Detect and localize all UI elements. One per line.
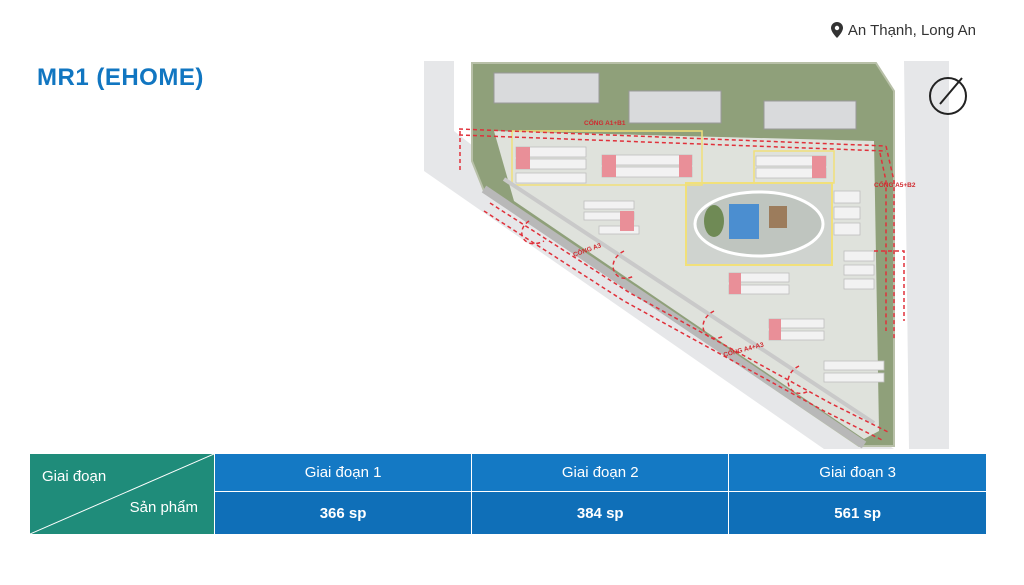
column-header-phase-1: Giai đoạn 1: [213, 454, 472, 492]
corner-diagonal: [30, 454, 214, 534]
corner-label-phase: Giai đoạn: [42, 468, 107, 485]
page-title: MR1 (EHOME): [37, 64, 204, 91]
location-text: An Thạnh, Long An: [847, 21, 976, 39]
phase-table: Giai đoạn Sản phẩm Giai đoạn 1 Giai đoạn…: [30, 454, 986, 534]
gate-label-a5-b2: CỔNG A5+B2: [874, 180, 916, 189]
column-header-phase-2: Giai đoạn 2: [471, 454, 729, 492]
table-corner-cell: Giai đoạn Sản phẩm: [30, 454, 215, 534]
map-pin-icon: [830, 22, 843, 38]
product-count-phase-3: 561 sp: [728, 491, 986, 534]
compass: [926, 72, 970, 116]
site-master-plan: CỔNG A1+B1 CỔNG A5+B2 CỔNG A3 CỔNG A4+A3: [424, 61, 954, 449]
corner-label-product: Sản phẩm: [129, 499, 198, 516]
product-count-phase-2: 384 sp: [471, 491, 729, 534]
site-plan-drawing: CỔNG A1+B1 CỔNG A5+B2 CỔNG A3 CỔNG A4+A3: [424, 61, 949, 449]
column-header-phase-3: Giai đoạn 3: [728, 454, 986, 492]
gate-label-a1-b1: CỔNG A1+B1: [584, 118, 626, 127]
location: An Thạnh, Long An: [830, 20, 976, 40]
compass-icon: [929, 77, 967, 115]
product-count-phase-1: 366 sp: [213, 491, 472, 534]
